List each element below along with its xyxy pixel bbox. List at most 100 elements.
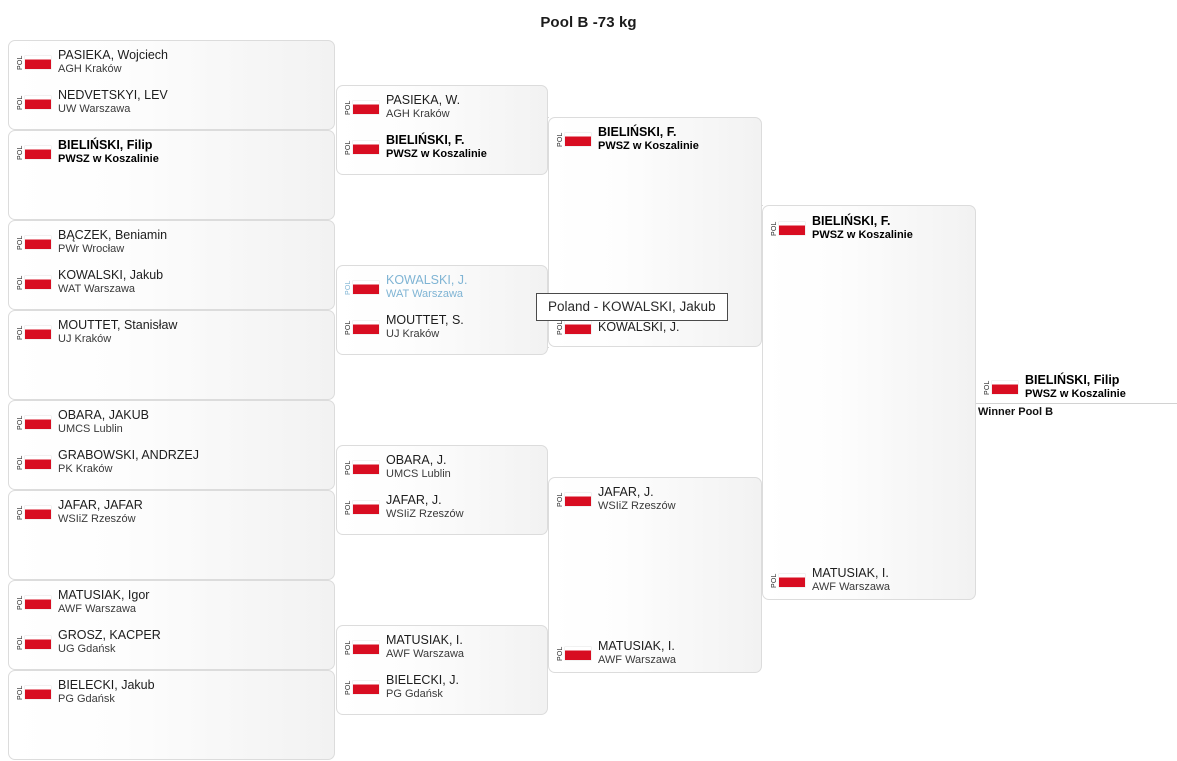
- country-flag-group: POL: [17, 414, 51, 431]
- poland-flag-icon: [25, 595, 51, 609]
- ioc-code-label: POL: [771, 220, 778, 236]
- athlete-club: UJ Kraków: [386, 328, 440, 341]
- athlete-tooltip: Poland - KOWALSKI, Jakub: [536, 293, 728, 321]
- poland-flag-icon: [25, 635, 51, 649]
- ioc-code-label: POL: [345, 499, 352, 515]
- athlete-club: PWr Wrocław: [58, 243, 125, 256]
- final-divider: [976, 403, 1177, 404]
- poland-flag-icon: [25, 145, 51, 159]
- athlete-club: UMCS Lublin: [386, 468, 451, 481]
- athlete-names: BIELIŃSKI, F.PWSZ w Koszalinie: [812, 214, 913, 241]
- poland-flag-icon: [353, 320, 379, 334]
- poland-flag-icon: [25, 325, 51, 339]
- ioc-code-label: POL: [17, 454, 24, 470]
- poland-flag-icon: [25, 235, 51, 249]
- athlete-name: BIELIŃSKI, Filip: [1025, 373, 1120, 388]
- poland-flag-icon: [565, 492, 591, 506]
- competitor-row[interactable]: POL BIELECKI, J.PG Gdańsk: [345, 670, 541, 704]
- poland-flag-icon: [25, 505, 51, 519]
- ioc-code-label: POL: [17, 54, 24, 70]
- competitor-row[interactable]: POL BIELIŃSKI, F.PWSZ w Koszalinie: [771, 211, 969, 245]
- poland-flag-icon: [353, 680, 379, 694]
- page-title: Pool B -73 kg: [540, 14, 637, 31]
- athlete-names: MOUTTET, S.UJ Kraków: [386, 313, 464, 340]
- athlete-club: PG Gdańsk: [386, 688, 443, 701]
- ioc-code-label: POL: [17, 684, 24, 700]
- athlete-name: KOWALSKI, J.: [386, 273, 468, 288]
- athlete-names: MATUSIAK, I.AWF Warszawa: [812, 566, 890, 593]
- ioc-code-label: POL: [345, 279, 352, 295]
- winner-pool-label: Winner Pool B: [978, 406, 1054, 418]
- country-flag-group: POL: [557, 319, 591, 336]
- country-flag-group: POL: [17, 454, 51, 471]
- athlete-club: AWF Warszawa: [386, 648, 465, 661]
- country-flag-group: POL: [345, 679, 379, 696]
- poland-flag-icon: [353, 280, 379, 294]
- poland-flag-icon: [25, 55, 51, 69]
- athlete-name: OBARA, J.: [386, 453, 447, 468]
- athlete-name: JAFAR, JAFAR: [58, 498, 143, 513]
- poland-flag-icon: [565, 320, 591, 334]
- poland-flag-icon: [25, 95, 51, 109]
- athlete-club: UG Gdańsk: [58, 643, 116, 656]
- athlete-club: AWF Warszawa: [598, 654, 677, 667]
- ioc-code-label: POL: [345, 639, 352, 655]
- athlete-club: PK Kraków: [58, 463, 113, 476]
- athlete-name: GROSZ, KACPER: [58, 628, 161, 643]
- athlete-names: BIELIŃSKI, F.PWSZ w Koszalinie: [598, 125, 699, 152]
- ioc-code-label: POL: [557, 491, 564, 507]
- athlete-name: BIELECKI, J.: [386, 673, 459, 688]
- ioc-code-label: POL: [17, 504, 24, 520]
- poland-flag-icon: [353, 640, 379, 654]
- ioc-code-label: POL: [17, 414, 24, 430]
- athlete-name: MATUSIAK, Igor: [58, 588, 150, 603]
- country-flag-group: POL: [557, 491, 591, 508]
- athlete-club: WSIiZ Rzeszów: [58, 513, 136, 526]
